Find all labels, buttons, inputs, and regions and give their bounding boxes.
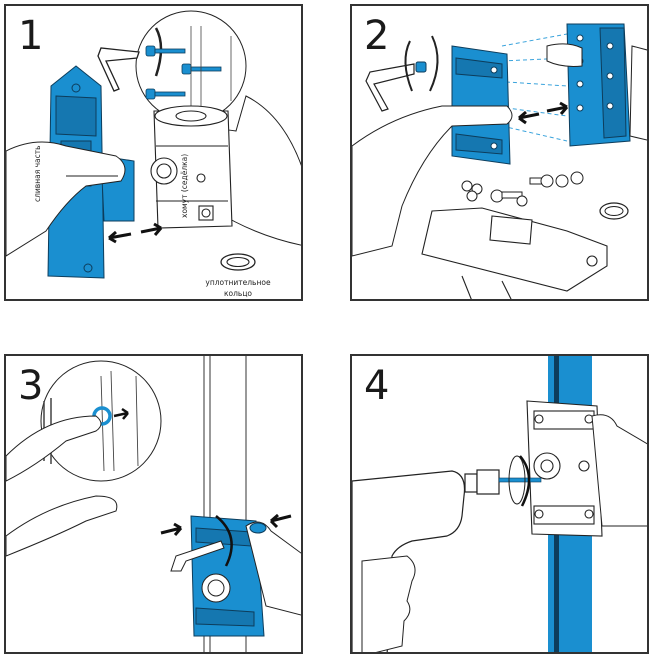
rotation-arrow-icon bbox=[215, 515, 233, 567]
alignment-guides bbox=[491, 33, 568, 142]
rotation-arrow-icon bbox=[404, 35, 439, 92]
arrow-right-icon bbox=[160, 522, 183, 536]
hand-left bbox=[6, 141, 126, 257]
label-seal-ring-2: кольцо bbox=[224, 289, 252, 298]
hand-right bbox=[245, 521, 301, 616]
hand-left bbox=[352, 105, 513, 257]
step-number: 1 bbox=[18, 13, 44, 59]
back-plate bbox=[566, 23, 631, 147]
drain-housing bbox=[421, 207, 608, 299]
magnifier-circle bbox=[40, 360, 162, 482]
clamp-saddle bbox=[150, 105, 233, 229]
rotation-arrow-icon bbox=[519, 455, 531, 507]
hand-magnifier bbox=[6, 415, 102, 482]
hardware-set bbox=[461, 171, 584, 207]
step-3-illustration bbox=[6, 356, 301, 652]
label-clamp: хомут (седёлка) bbox=[180, 154, 189, 218]
arrow-left-icon bbox=[108, 230, 132, 244]
allen-key-icon bbox=[170, 540, 225, 572]
step-1-panel: 1 хомут (седёлка) bbox=[4, 4, 303, 301]
step-4-panel: 4 bbox=[350, 354, 649, 654]
drill-bit bbox=[498, 477, 542, 483]
step-4-illustration bbox=[352, 356, 647, 652]
step-number: 4 bbox=[364, 363, 390, 409]
step-2-panel: 2 bbox=[350, 4, 649, 301]
rotation-disc bbox=[508, 455, 526, 505]
hand-left bbox=[6, 495, 118, 557]
seal-ring-icon bbox=[599, 202, 629, 220]
hand-right bbox=[546, 43, 647, 141]
front-clamp bbox=[451, 45, 511, 165]
step-number: 3 bbox=[18, 363, 44, 409]
arrow-left-icon bbox=[518, 110, 540, 125]
hand-left bbox=[361, 555, 416, 652]
seal-ring-icon bbox=[220, 253, 256, 271]
step-3-panel: 3 bbox=[4, 354, 303, 654]
arrow-left-icon bbox=[269, 513, 292, 529]
allen-key-icon bbox=[97, 47, 140, 92]
arrow-right-icon bbox=[546, 101, 569, 115]
step-2-illustration bbox=[352, 23, 647, 299]
mounted-clamp bbox=[526, 400, 603, 537]
hand-right bbox=[591, 414, 647, 527]
arrow-right-icon bbox=[113, 407, 129, 420]
step-number: 2 bbox=[364, 13, 390, 59]
label-drain-part: сливная часть bbox=[33, 145, 42, 202]
step-1-illustration: хомут (седёлка) сливная часть уплотнител… bbox=[6, 10, 301, 298]
arrow-right-icon bbox=[140, 222, 163, 236]
label-seal-ring: уплотнительное bbox=[205, 278, 271, 287]
